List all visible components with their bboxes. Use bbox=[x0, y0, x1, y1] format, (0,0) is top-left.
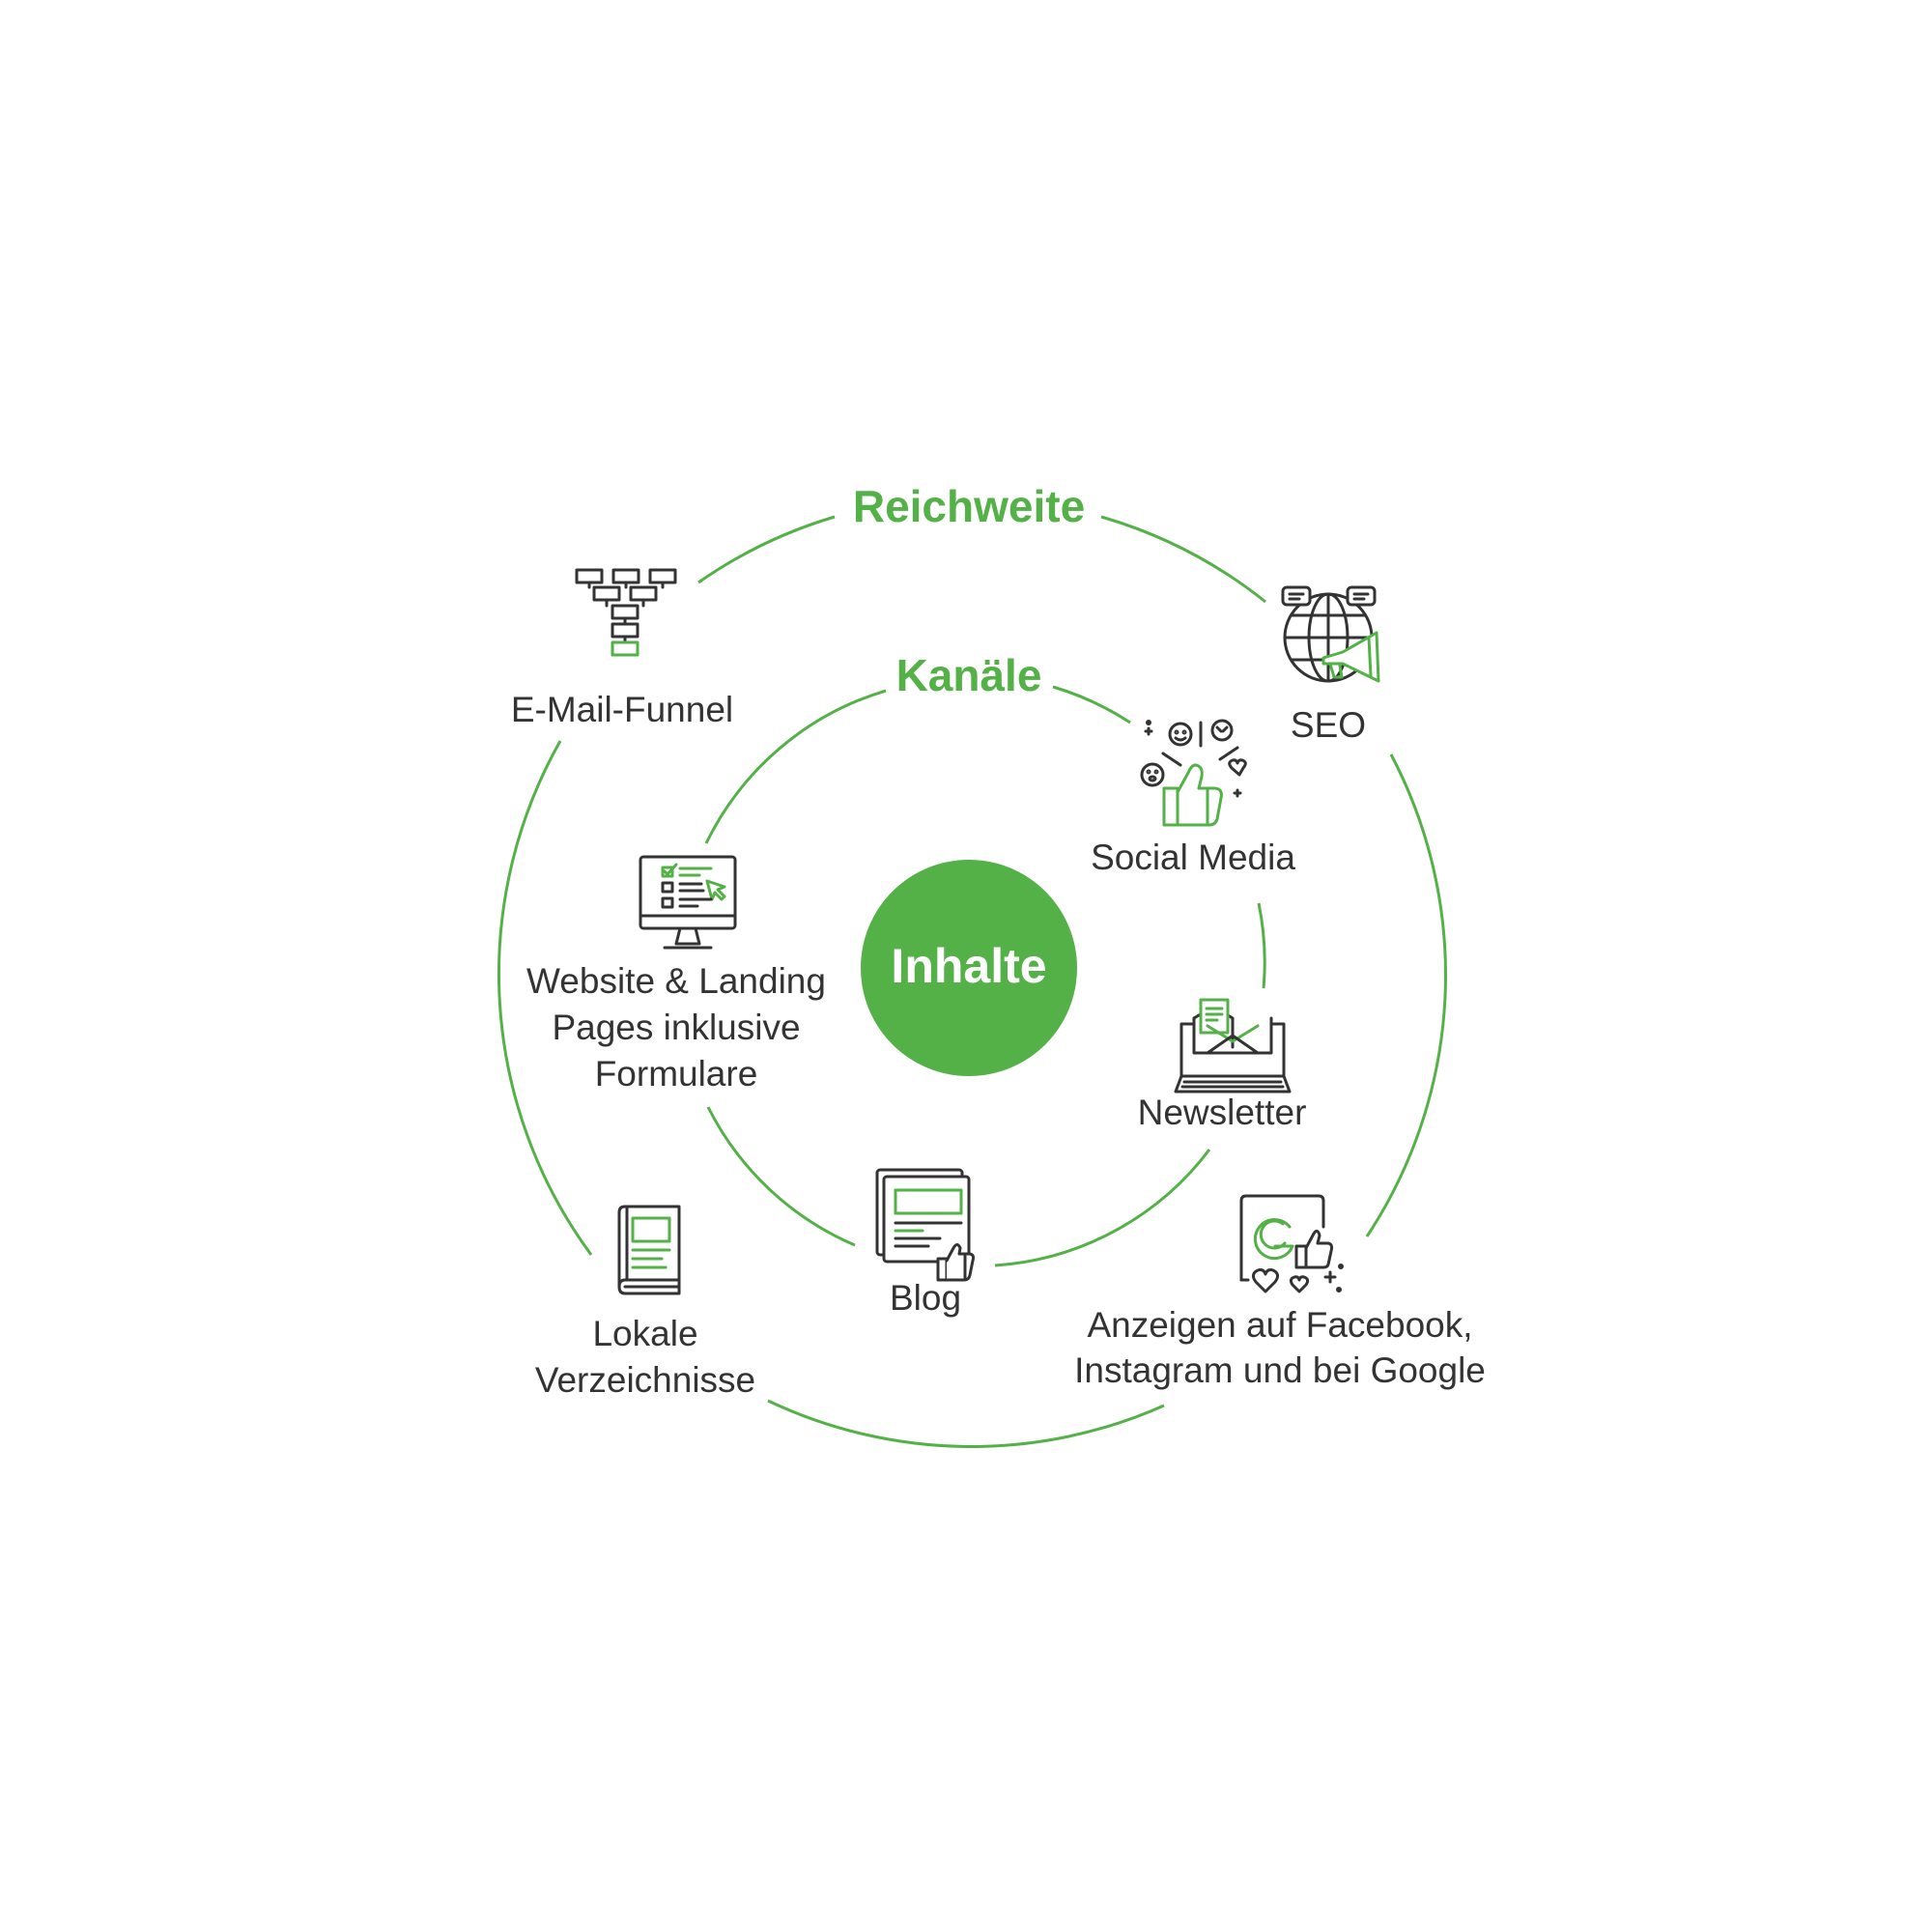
website-label-line1: Website & Landing bbox=[526, 961, 826, 1001]
blog-article-icon bbox=[875, 1168, 976, 1282]
globe-megaphone-icon bbox=[1281, 585, 1380, 683]
inner-ring bbox=[704, 685, 1266, 1267]
social-media-label: Social Media bbox=[1091, 838, 1295, 877]
social-media-like-icon bbox=[1140, 719, 1247, 827]
ads-label-line2: Instagram und bei Google bbox=[1074, 1350, 1486, 1390]
outer-ring-title: Reichweite bbox=[853, 481, 1085, 531]
website-label-line2: Pages inklusive bbox=[552, 1008, 800, 1047]
outer-ring bbox=[497, 515, 1447, 1448]
email-funnel-label: E-Mail-Funnel bbox=[511, 690, 733, 729]
directories-label-line2: Verzeichnisse bbox=[535, 1360, 755, 1400]
center-circle bbox=[861, 860, 1077, 1076]
newsletter-label: Newsletter bbox=[1138, 1093, 1307, 1132]
google-ads-like-icon bbox=[1239, 1194, 1344, 1293]
website-label-line3: Formulare bbox=[595, 1054, 758, 1094]
monitor-form-icon bbox=[639, 855, 737, 950]
email-funnel-tree-icon bbox=[575, 568, 677, 657]
laptop-newsletter-icon bbox=[1174, 998, 1292, 1094]
center-title: Inhalte bbox=[891, 939, 1046, 993]
seo-label: SEO bbox=[1291, 705, 1366, 745]
blog-label: Blog bbox=[890, 1278, 961, 1318]
inner-ring-title: Kanäle bbox=[896, 650, 1042, 700]
ads-label-line1: Anzeigen auf Facebook, bbox=[1087, 1305, 1472, 1345]
directory-book-icon bbox=[617, 1205, 681, 1295]
directories-label-line1: Lokale bbox=[592, 1314, 697, 1353]
